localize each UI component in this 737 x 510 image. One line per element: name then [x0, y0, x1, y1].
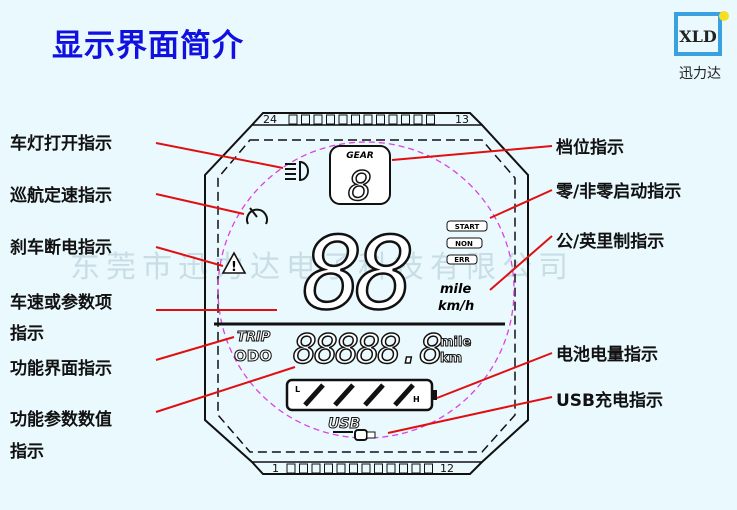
label-function-value-2: 指示	[10, 442, 44, 462]
battery-indicator: L H	[285, 378, 437, 412]
scale-segment	[361, 463, 371, 474]
gear-digit: 8	[348, 164, 372, 210]
top-scale-segments	[288, 114, 435, 125]
battery-low: L	[295, 385, 300, 394]
scale-segment	[336, 463, 346, 474]
scale-segment	[399, 463, 408, 474]
usb-plug-icon	[333, 429, 376, 441]
odo-unit-km: km	[440, 351, 462, 366]
label-battery: 电池电量指示	[556, 345, 658, 365]
bottom-scale-segments	[286, 463, 433, 474]
scale-segment	[388, 114, 398, 125]
scale-segment	[363, 114, 373, 125]
warning-icon: !	[221, 251, 247, 275]
lcd-inner-frame	[217, 139, 516, 453]
label-units: 公/英里制指示	[556, 232, 665, 252]
scale-segment	[301, 114, 310, 125]
cruise-icon	[246, 207, 268, 225]
scale-segment	[401, 114, 410, 125]
top-scale-right: 13	[455, 113, 469, 126]
gear-label: GEAR	[346, 151, 374, 161]
logo-caption: 迅力达	[679, 66, 721, 82]
badge-start: START	[455, 223, 480, 231]
logo: XLD 迅力达	[674, 6, 730, 90]
battery-high: H	[413, 395, 420, 404]
usb-label: USB	[328, 416, 360, 432]
speed-digits: 88	[303, 215, 410, 332]
scale-segment	[349, 463, 358, 474]
label-headlight: 车灯打开指示	[10, 134, 112, 154]
scale-segment	[299, 463, 308, 474]
speed-unit-mile: mile	[440, 282, 471, 297]
scale-segment	[288, 114, 298, 125]
label-usb: USB充电指示	[556, 391, 664, 411]
label-brake: 刹车断电指示	[10, 238, 112, 258]
scale-segment	[286, 463, 296, 474]
odo-unit-mile: mile	[440, 335, 471, 350]
watermark: 东莞市迅力达电子科技有限公司	[70, 250, 574, 285]
gear-indicator	[329, 145, 391, 205]
odo-digits: 88888.8	[293, 327, 441, 373]
start-badges: START NON ERR	[446, 220, 488, 265]
label-speed-2: 指示	[10, 324, 44, 344]
trip-label: TRIP	[237, 330, 271, 345]
scale-segment	[374, 463, 383, 474]
top-scale-left: 24	[263, 113, 277, 126]
label-function-value: 功能参数数值	[10, 410, 112, 430]
scale-segment	[324, 463, 333, 474]
scale-segment	[313, 114, 323, 125]
scale-segment	[326, 114, 335, 125]
scale-segment	[411, 463, 421, 474]
scale-segment	[376, 114, 385, 125]
label-cruise: 巡航定速指示	[10, 186, 112, 206]
speed-unit-kmh: km/h	[438, 299, 474, 314]
scale-segment	[386, 463, 396, 474]
scale-segment	[351, 114, 360, 125]
page-title: 显示界面简介	[52, 28, 244, 64]
badge-err: ERR	[454, 256, 470, 264]
label-start: 零/非零启动指示	[556, 182, 682, 202]
leader-lines	[155, 142, 553, 434]
scale-segment	[338, 114, 348, 125]
label-speed: 车速或参数项	[10, 293, 112, 313]
label-function-screen: 功能界面指示	[10, 359, 112, 379]
odo-label: ODO	[234, 347, 272, 365]
bottom-scale-right: 12	[440, 462, 454, 475]
scale-segment	[424, 463, 433, 474]
bottom-scale-left: 1	[272, 462, 279, 475]
badge-non: NON	[455, 240, 473, 248]
label-gear: 档位指示	[556, 138, 624, 158]
scale-segment	[413, 114, 423, 125]
logo-text: XLD	[679, 27, 717, 46]
scale-segment	[311, 463, 321, 474]
svg-text:!: !	[231, 260, 237, 275]
headlight-icon	[285, 160, 309, 182]
scale-segment	[426, 114, 435, 125]
